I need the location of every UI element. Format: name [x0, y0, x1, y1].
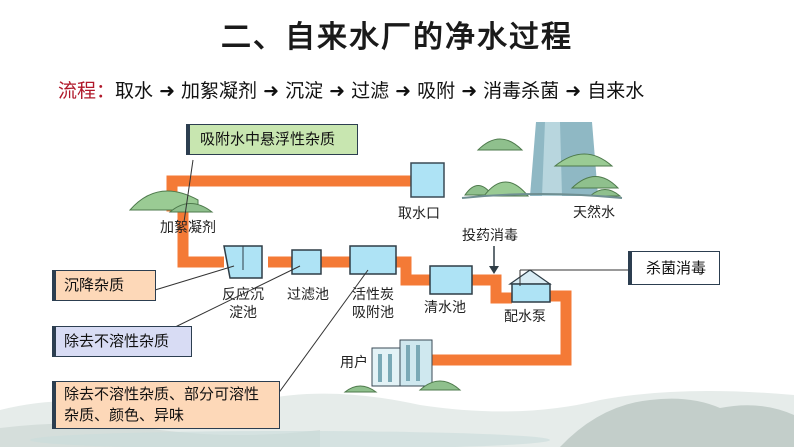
flow-step: 消毒杀菌 — [483, 80, 560, 102]
filter-tank — [291, 249, 322, 275]
dosing-label: 投药消毒 — [462, 228, 518, 244]
callout-leaders — [154, 159, 632, 399]
callout-filter: 除去不溶性杂质 — [52, 326, 192, 357]
arrow-icon: ➜ — [395, 80, 412, 102]
process-flow: 流程：取水 ➜ 加絮凝剂 ➜ 沉淀 ➜ 过滤 ➜ 吸附 ➜ 消毒杀菌 ➜ 自来水 — [58, 76, 644, 103]
reaction-sedimentation-tank — [223, 245, 263, 279]
pump-label: 配水泵 — [504, 309, 546, 325]
flow-step: 过滤 — [351, 80, 390, 102]
page-title: 二、自来水厂的净水过程 — [221, 20, 573, 55]
arrow-icon: ➜ — [329, 80, 346, 102]
flow-step: 吸附 — [417, 80, 456, 102]
carbon-tank-label-line1: 活性炭 — [352, 287, 394, 303]
callout-adsorb: 吸附水中悬浮性杂质 — [186, 124, 358, 155]
flow-step: 自来水 — [587, 80, 645, 102]
callout-carbon: 除去不溶性杂质、部分可溶性杂质、颜色、异味 — [52, 381, 280, 429]
dosing-arrow-icon — [489, 246, 499, 274]
arrow-icon: ➜ — [263, 80, 280, 102]
reaction-tank-label-line1: 反应沉 — [222, 287, 264, 303]
arrow-icon: ➜ — [159, 80, 175, 102]
natural-water-label: 天然水 — [573, 205, 615, 221]
arrow-icon: ➜ — [461, 80, 478, 102]
carbon-tank-label: 活性炭 吸附池 — [352, 286, 394, 322]
coagulant-label: 加絮凝剂 — [160, 220, 216, 236]
flow-label: 流程： — [58, 80, 116, 102]
reaction-tank-label: 反应沉 淀池 — [222, 286, 264, 322]
water-pump — [508, 269, 552, 303]
flow-step: 取水 — [115, 80, 154, 102]
activated-carbon-tank — [349, 245, 397, 275]
arrow-icon: ➜ — [565, 80, 582, 102]
flow-step: 沉淀 — [285, 80, 324, 102]
flow-step: 加絮凝剂 — [181, 80, 258, 102]
user-buildings — [343, 339, 462, 393]
callout-settle: 沉降杂质 — [52, 270, 156, 301]
callout-disinfect: 杀菌消毒 — [628, 251, 720, 285]
natural-water-scene — [461, 122, 623, 199]
clear-water-tank — [429, 265, 473, 295]
users-label: 用户 — [340, 355, 368, 371]
clear-tank-label: 清水池 — [424, 300, 466, 316]
intake-label: 取水口 — [398, 206, 440, 222]
intake-structure — [410, 162, 445, 198]
carbon-tank-label-line2: 吸附池 — [352, 305, 394, 321]
reaction-tank-label-line2: 淀池 — [229, 305, 257, 321]
filter-tank-label: 过滤池 — [287, 287, 329, 303]
